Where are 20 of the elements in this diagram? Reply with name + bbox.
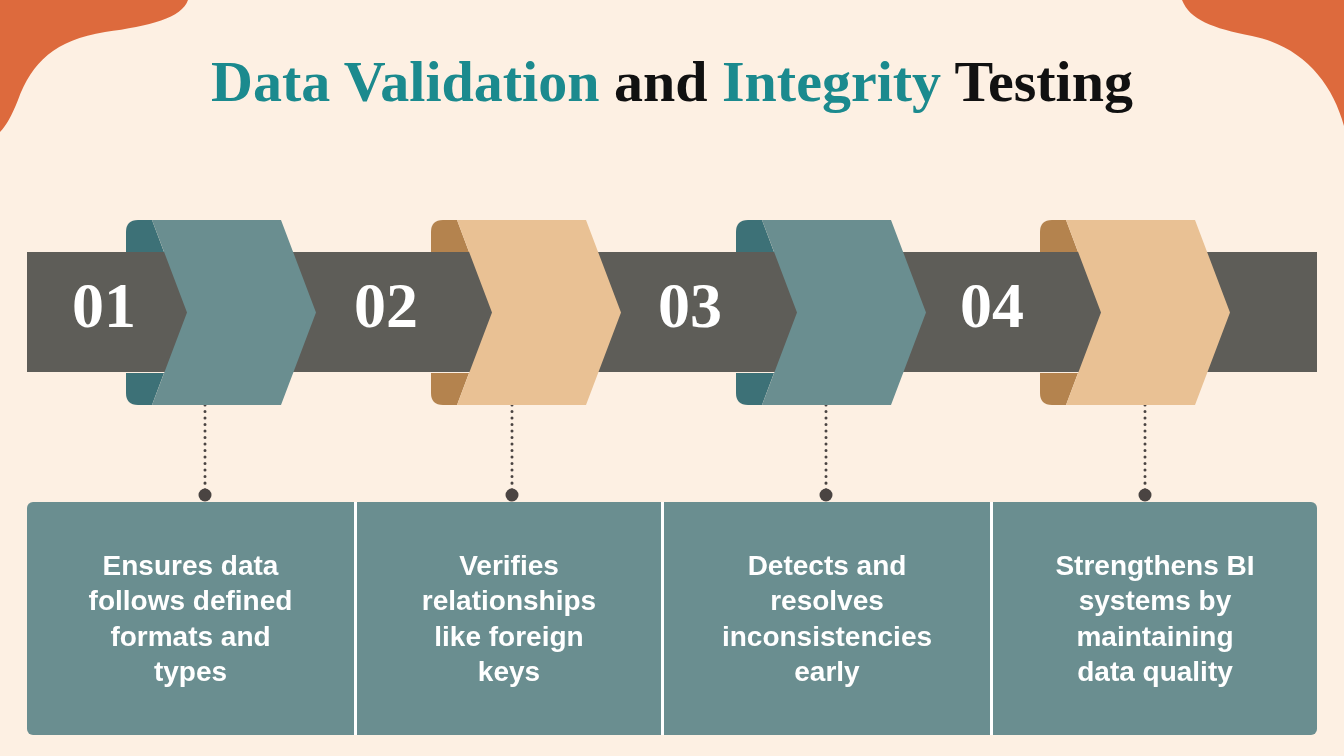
step-number: 03 <box>658 274 722 338</box>
dotted-connector <box>198 403 212 502</box>
description-text: Detects and resolves inconsistencies early <box>720 548 934 689</box>
description-panel <box>661 502 990 735</box>
step-number: 02 <box>354 274 418 338</box>
step-number: 04 <box>960 274 1024 338</box>
step-number: 01 <box>72 274 136 338</box>
description-panel <box>354 502 661 735</box>
dotted-connector <box>819 403 833 502</box>
description-panel <box>27 502 354 735</box>
dotted-connector <box>505 403 519 502</box>
description-text: Ensures data follows defined formats and types <box>87 548 294 689</box>
dotted-connector <box>1138 403 1152 502</box>
description-text: Strengthens BI systems by maintaining data quality <box>1054 548 1256 689</box>
chevron-shape <box>431 220 622 405</box>
description-text: Verifies relationships like foreign keys <box>420 548 598 689</box>
chevron-shape <box>1040 220 1231 405</box>
chevron-shape <box>736 220 927 405</box>
description-panel <box>990 502 1317 735</box>
title: Data Validation and Integrity Testing <box>211 50 1133 114</box>
